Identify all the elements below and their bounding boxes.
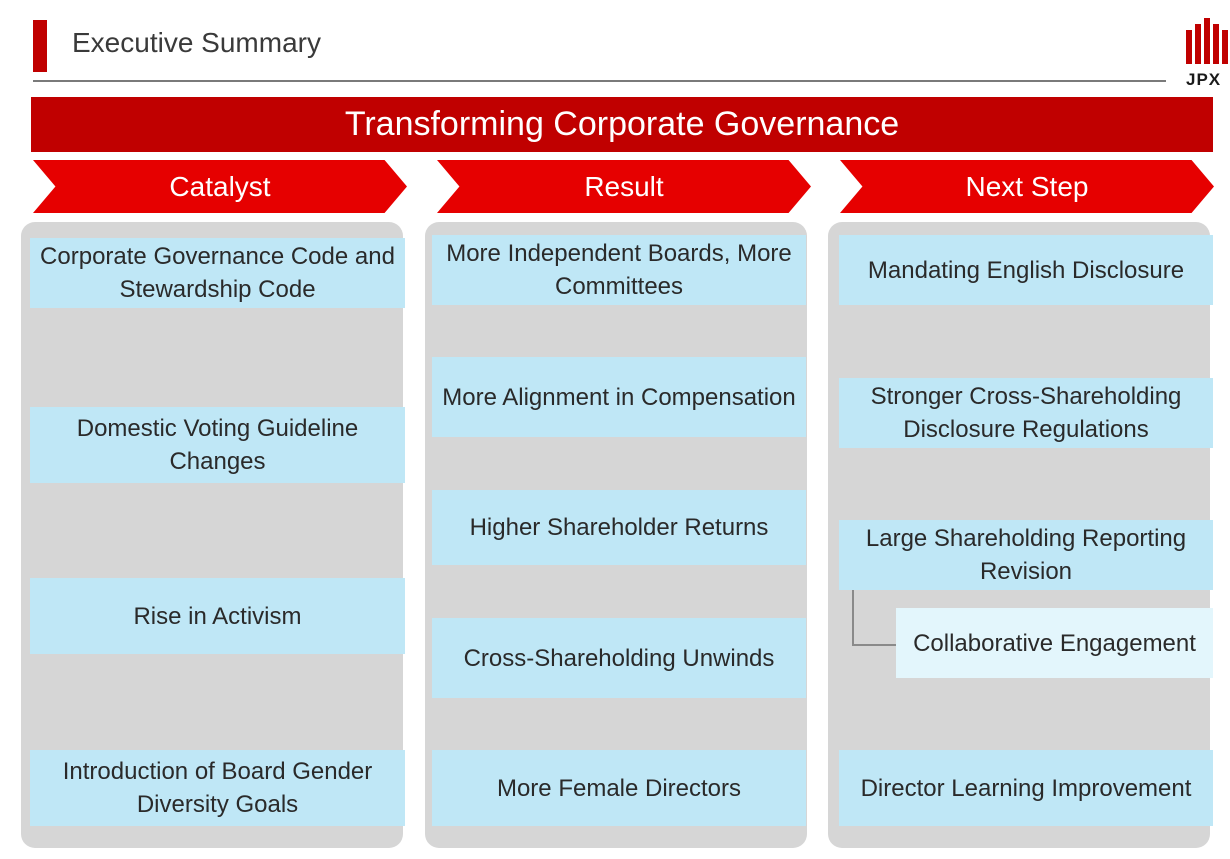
card-label: More Independent Boards, More Committees — [446, 240, 792, 300]
jpx-logo-icon — [1186, 18, 1228, 64]
catalyst-card: Corporate Governance Code and Stewardshi… — [30, 238, 405, 308]
column-panel — [21, 222, 403, 848]
catalyst-card: Domestic Voting Guideline Changes — [30, 407, 405, 483]
card-label: Large Shareholding Reporting Revision — [865, 525, 1187, 585]
banner-title: Transforming Corporate Governance — [344, 105, 900, 143]
card-label: Rise in Activism — [133, 602, 302, 630]
card-label: Director Learning Improvement — [860, 774, 1192, 802]
next-step-sub-card: Collaborative Engagement — [896, 608, 1213, 678]
column-catalyst: Catalyst Corporate Governance Code and S… — [21, 160, 407, 848]
result-card: More Alignment in Compensation — [432, 357, 806, 437]
header-divider — [33, 80, 1166, 82]
page-title: Executive Summary — [72, 27, 321, 58]
column-heading-next-step: Next Step — [840, 160, 1214, 213]
result-card: More Independent Boards, More Committees — [432, 235, 806, 305]
card-label: Mandating English Disclosure — [867, 256, 1185, 284]
column-next-step: Next Step Mandating English Disclosure S… — [828, 160, 1214, 848]
next-step-card: Stronger Cross-Shareholding Disclosure R… — [839, 378, 1213, 448]
column-heading-catalyst: Catalyst — [33, 160, 407, 213]
column-heading-label: Result — [584, 170, 664, 202]
card-label: Introduction of Board Gender Diversity G… — [62, 758, 373, 818]
catalyst-card: Rise in Activism — [30, 578, 405, 654]
card-label: Collaborative Engagement — [913, 629, 1196, 657]
logo-text: JPX — [1186, 70, 1222, 89]
column-heading-label: Next Step — [965, 170, 1089, 202]
card-label: More Female Directors — [496, 774, 742, 802]
next-step-card: Mandating English Disclosure — [839, 235, 1213, 305]
card-label: Higher Shareholder Returns — [469, 514, 769, 541]
sub-item-connector-vertical — [852, 590, 854, 646]
main-banner: Transforming Corporate Governance — [31, 97, 1213, 152]
card-label: Cross-Shareholding Unwinds — [463, 644, 775, 672]
sub-item-connector-horizontal — [852, 644, 896, 646]
card-label: Stronger Cross-Shareholding Disclosure R… — [870, 383, 1182, 443]
card-label: More Alignment in Compensation — [442, 383, 796, 411]
next-step-card: Large Shareholding Reporting Revision — [839, 520, 1213, 590]
column-heading-result: Result — [437, 160, 811, 213]
column-result: Result More Independent Boards, More Com… — [425, 160, 811, 848]
result-card: Cross-Shareholding Unwinds — [432, 618, 806, 698]
header-accent-bar — [33, 20, 47, 72]
next-step-card: Director Learning Improvement — [839, 750, 1213, 826]
catalyst-card: Introduction of Board Gender Diversity G… — [30, 750, 405, 826]
card-label: Corporate Governance Code and Stewardshi… — [40, 243, 395, 303]
column-heading-label: Catalyst — [169, 170, 271, 202]
result-card: More Female Directors — [432, 750, 806, 826]
jpx-logo: JPX — [1184, 14, 1230, 89]
card-label: Domestic Voting Guideline Changes — [76, 415, 359, 475]
result-card: Higher Shareholder Returns — [432, 490, 806, 565]
